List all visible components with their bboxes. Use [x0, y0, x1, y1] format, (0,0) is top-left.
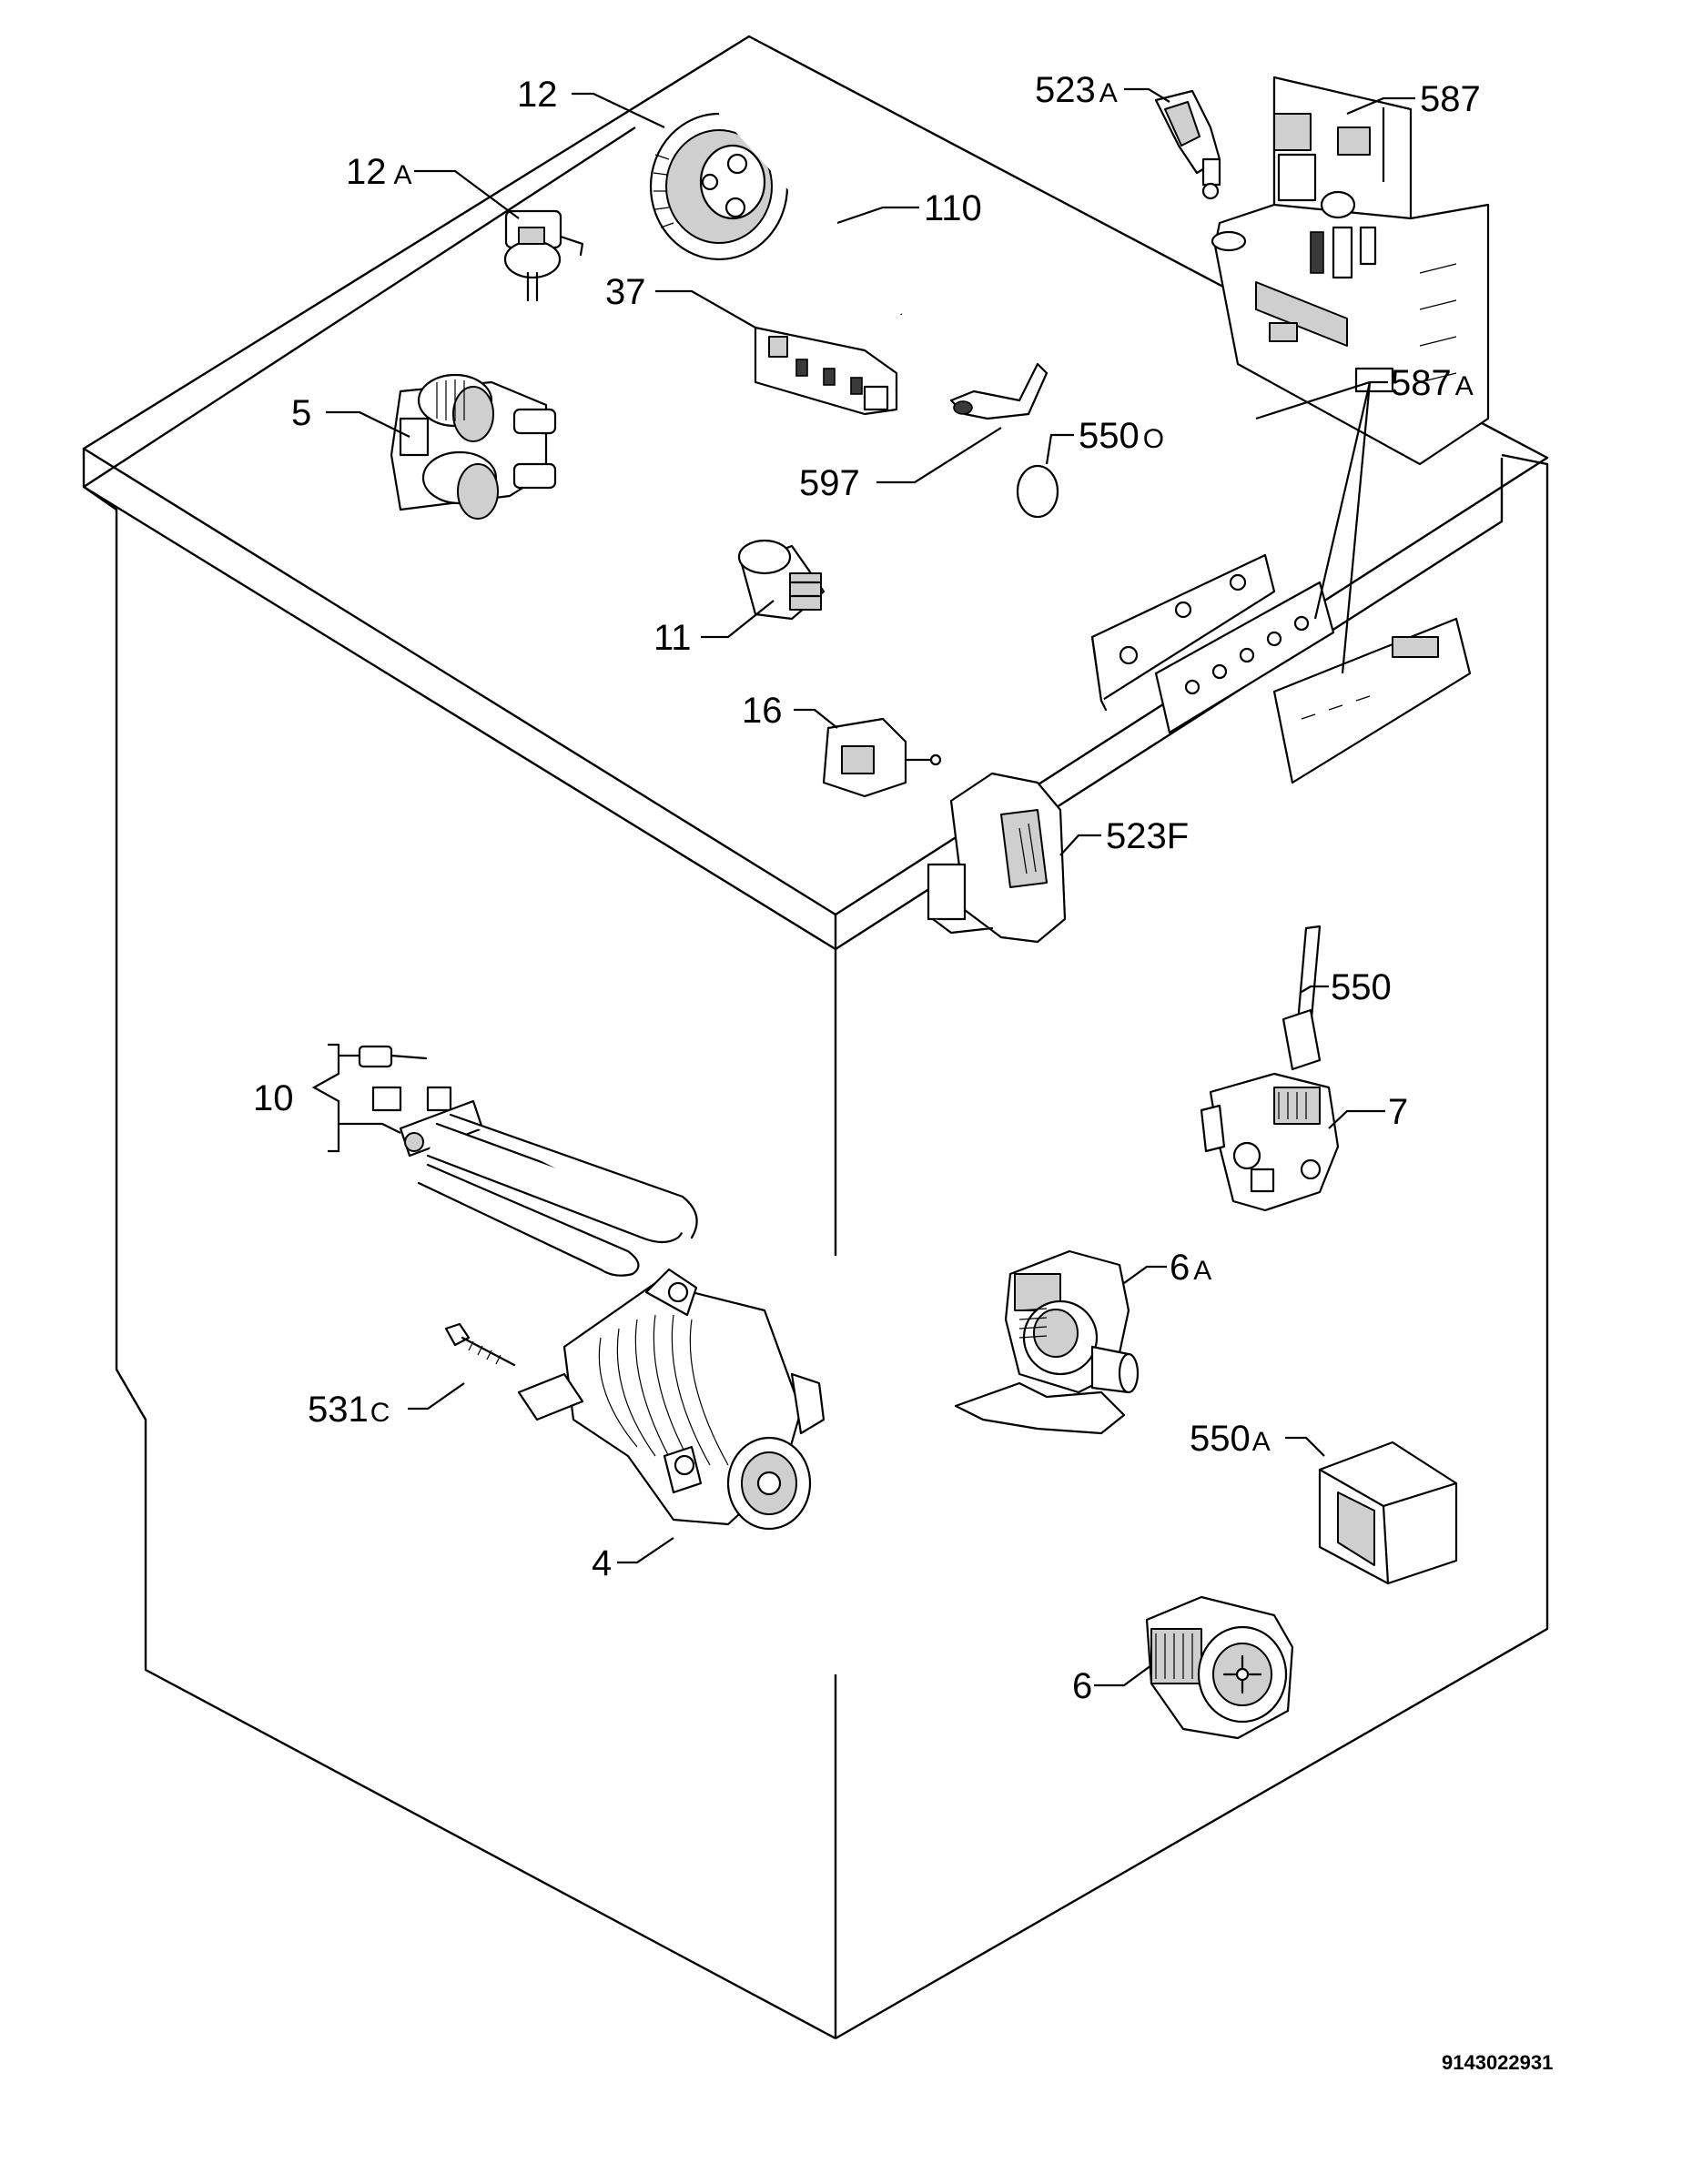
electronic-module-part — [1211, 76, 1490, 466]
callout-6: 6 — [1072, 1666, 1092, 1706]
callout-523f: 523F — [1106, 816, 1189, 856]
callout-16: 16 — [742, 691, 783, 731]
indicator-lamp-part — [1154, 89, 1221, 200]
callout-597: 597 — [799, 463, 860, 503]
callout-7: 7 — [1388, 1092, 1408, 1132]
callout-12: 12 — [517, 75, 558, 115]
callout-11: 11 — [653, 618, 692, 658]
suppressor-capacitor-part — [737, 539, 826, 621]
callout-4: 4 — [592, 1543, 612, 1583]
screw-part — [444, 1322, 516, 1367]
callout-5: 5 — [291, 393, 311, 433]
water-valve-part — [390, 373, 557, 520]
bracket-clip-part — [949, 362, 1049, 420]
heating-element-part — [358, 1045, 698, 1277]
callout-531c: 531C — [308, 1390, 390, 1430]
filter-cover-part — [1318, 1441, 1458, 1585]
terminal-block-part — [754, 326, 898, 416]
leader-lines — [311, 87, 1415, 1687]
door-lever-part — [1282, 925, 1322, 1071]
small-pressure-switch-part — [503, 209, 584, 302]
callout-550a: 550A — [1190, 1419, 1271, 1459]
control-board-part — [1090, 553, 1472, 784]
callout-37: 37 — [605, 272, 646, 312]
callout-587: 587 — [1420, 79, 1481, 119]
callout-550: 550 — [1331, 967, 1392, 1007]
selector-switch-part — [822, 717, 942, 798]
pressure-hose-part — [717, 102, 903, 316]
pump-assembly-part — [954, 1249, 1140, 1435]
door-lock-part — [927, 772, 1067, 944]
drain-pump-small-part — [1145, 1595, 1294, 1740]
door-interlock-part — [1200, 1072, 1340, 1212]
callout-110: 110 — [924, 188, 982, 228]
drain-pump-part — [517, 1268, 826, 1531]
o-ring-part — [1016, 464, 1059, 519]
callout-10: 10 — [253, 1078, 294, 1118]
document-code: 9143022931 — [1442, 2051, 1553, 2074]
